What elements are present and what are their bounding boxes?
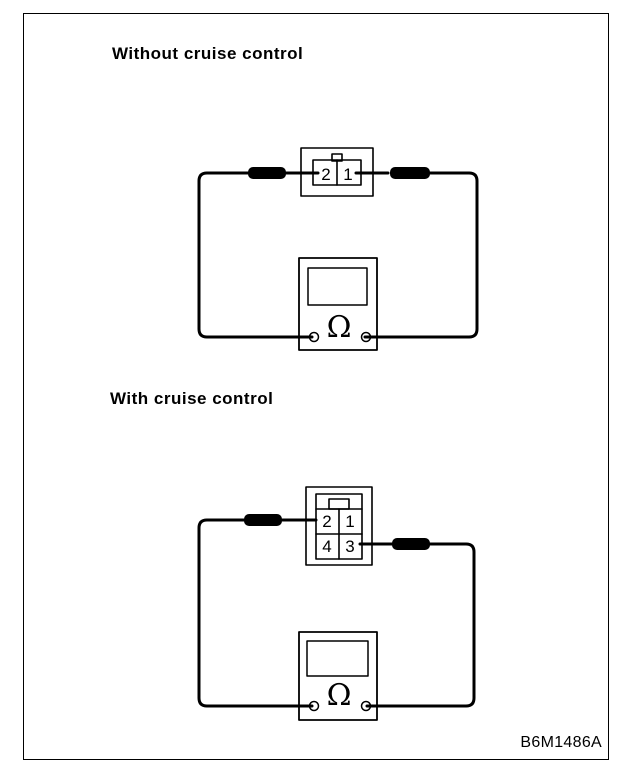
probe-sleeve-right xyxy=(392,538,430,550)
probe-sleeve-right xyxy=(390,167,430,179)
figure-reference-code: B6M1486A xyxy=(520,734,602,751)
probe-sleeve-left xyxy=(244,514,282,526)
test-lead-right xyxy=(363,171,479,339)
section-title-without-cruise: Without cruise control xyxy=(112,44,304,63)
ohmmeter-circuit-without-cruise xyxy=(197,147,479,351)
section-title-with-cruise: With cruise control xyxy=(110,389,274,408)
ohmmeter-terminal-left xyxy=(308,700,320,712)
pin-label-1: 1 xyxy=(343,165,352,184)
pin-label-2: 2 xyxy=(321,165,330,184)
probe-sleeve-left xyxy=(248,167,286,179)
ohmmeter xyxy=(298,631,378,721)
ohm-symbol: Ω xyxy=(327,310,352,345)
pin-label-4: 4 xyxy=(322,537,331,556)
pin-label-1: 1 xyxy=(345,512,354,531)
connector-2-pin xyxy=(300,147,374,197)
ohm-symbol: Ω xyxy=(327,678,352,713)
pin-label-2: 2 xyxy=(322,512,331,531)
ohmmeter-circuit-with-cruise xyxy=(197,486,476,721)
ohmmeter-terminal-right xyxy=(360,331,372,343)
test-lead-right xyxy=(365,542,476,708)
ohmmeter-terminal-left xyxy=(308,331,320,343)
ohmmeter-terminal-right xyxy=(360,700,372,712)
diagram-frame xyxy=(23,13,609,760)
test-lead-left xyxy=(197,518,314,708)
test-lead-left xyxy=(197,171,314,339)
pin-label-3: 3 xyxy=(345,537,354,556)
ohmmeter xyxy=(298,257,378,351)
connector-4-pin xyxy=(305,486,373,566)
